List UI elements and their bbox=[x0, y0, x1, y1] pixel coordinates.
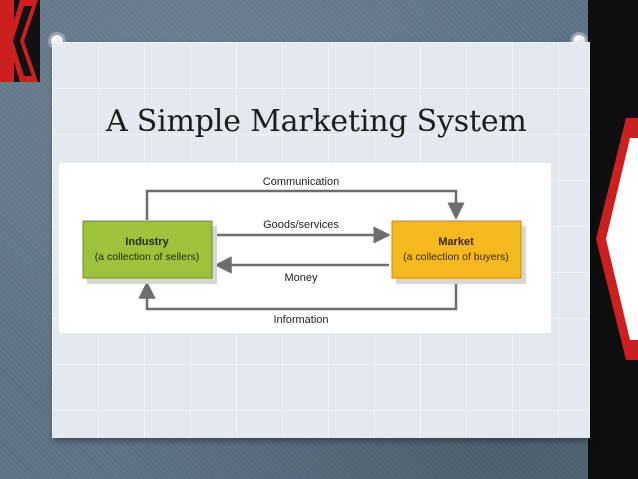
market-node bbox=[391, 220, 522, 279]
market-node-subtitle: (a collection of buyers) bbox=[403, 251, 509, 263]
communication-flow-arrow bbox=[145, 189, 465, 220]
corner-decoration-left bbox=[0, 0, 40, 82]
industry-node bbox=[82, 220, 213, 279]
market-node-title: Market bbox=[438, 236, 474, 248]
slide-title: A Simple Marketing System bbox=[106, 104, 527, 139]
goods-services-label: Goods/services bbox=[263, 219, 339, 231]
communication-label: Communication bbox=[263, 176, 339, 188]
marketing-system-diagram: Communication Goods/services Money Infor… bbox=[59, 163, 551, 333]
edge-decoration-right bbox=[588, 0, 638, 479]
industry-node-subtitle: (a collection of sellers) bbox=[95, 251, 199, 263]
industry-node-title: Industry bbox=[125, 236, 169, 248]
information-flow-arrow bbox=[138, 279, 458, 311]
money-label: Money bbox=[284, 272, 318, 284]
information-label: Information bbox=[273, 314, 328, 326]
